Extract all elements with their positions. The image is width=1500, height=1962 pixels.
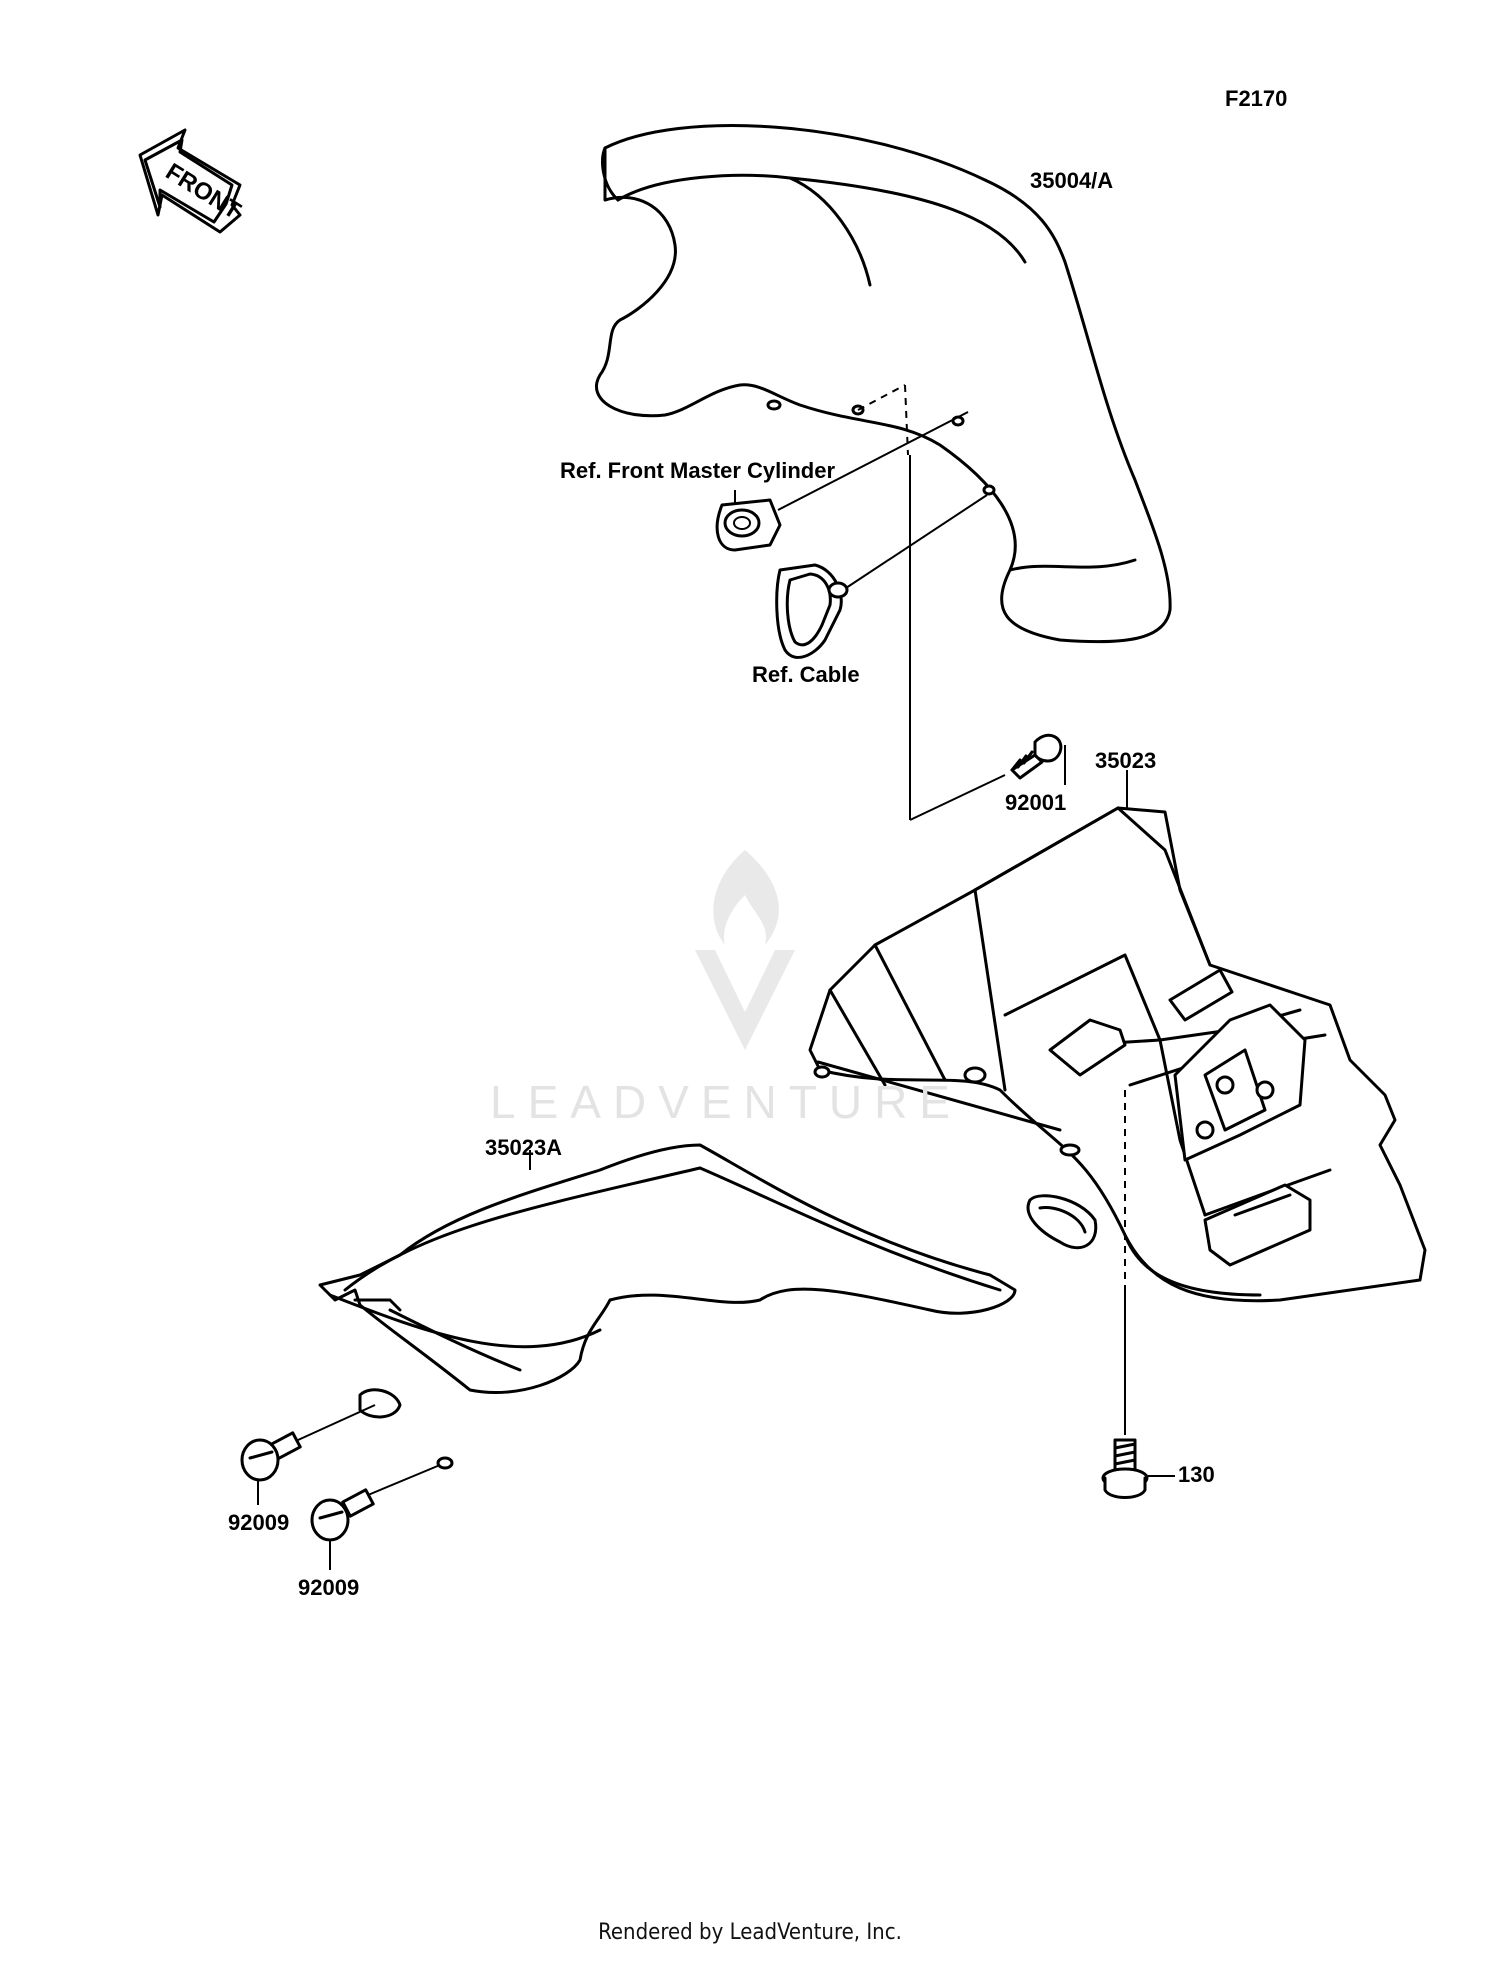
- callout-ref-cable: Ref. Cable: [752, 662, 860, 687]
- callout-35004a: 35004/A: [1030, 168, 1114, 193]
- callout-35023: 35023: [1095, 748, 1157, 773]
- front-fender: [595, 124, 1172, 644]
- bolt-130: [1101, 1438, 1175, 1499]
- callout-92009-b: 92009: [298, 1575, 360, 1600]
- rear-flap: [318, 1143, 1017, 1470]
- diagram-code: F2170: [1225, 86, 1288, 111]
- watermark-text: LEADVENTURE: [490, 1076, 962, 1128]
- front-arrow-icon: FRONT: [138, 128, 246, 234]
- callout-130: 130: [1178, 1462, 1215, 1487]
- callout-35023a: 35023A: [485, 1135, 563, 1160]
- screw-92009-a: [240, 1404, 376, 1505]
- rear-fender: [808, 770, 1427, 1303]
- screw-92009-b: [310, 1464, 441, 1570]
- callout-ref-master-cylinder: Ref. Front Master Cylinder: [560, 458, 836, 483]
- bolt-92001: [1010, 733, 1066, 785]
- cable-guide: [775, 494, 988, 659]
- master-cylinder-clamp: [715, 411, 969, 552]
- watermark-logo: [695, 850, 795, 1050]
- callout-92009-a: 92009: [228, 1510, 290, 1535]
- footer-credit: Rendered by LeadVenture, Inc.: [598, 1920, 902, 1945]
- callout-92001: 92001: [1005, 790, 1067, 815]
